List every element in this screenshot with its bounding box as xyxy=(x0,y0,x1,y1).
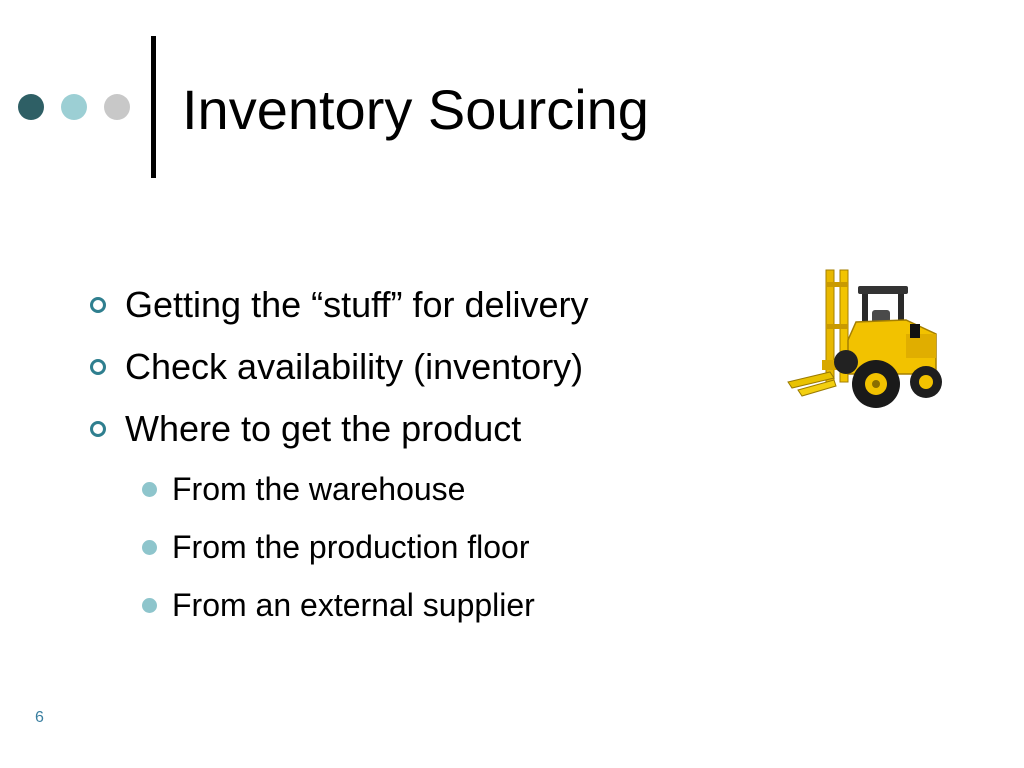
page-number: 6 xyxy=(35,709,44,726)
sub-bullet-text: From the production floor xyxy=(172,528,530,565)
dot-light-icon xyxy=(104,94,130,120)
sub-bullet-text: From the warehouse xyxy=(172,470,466,507)
bullet-text: Check availability (inventory) xyxy=(125,346,584,387)
bullet-text: Where to get the product xyxy=(125,408,522,449)
sub-bullet-item: From the production floor xyxy=(142,518,728,576)
sub-bullet-item: From an external supplier xyxy=(142,576,728,634)
ring-bullet-icon xyxy=(90,359,106,375)
forklift-icon xyxy=(787,269,942,408)
decorative-dots xyxy=(18,94,138,120)
dot-bullet-icon xyxy=(142,597,157,613)
sub-bullet-item: From the warehouse xyxy=(142,460,728,518)
title-divider xyxy=(151,36,156,178)
dot-bullet-icon xyxy=(142,481,157,497)
dot-mid-icon xyxy=(61,94,87,120)
sub-bullet-text: From an external supplier xyxy=(172,586,535,623)
bullet-item: Getting the “stuff” for delivery xyxy=(88,274,728,336)
bullet-text: Getting the “stuff” for delivery xyxy=(125,284,589,325)
ring-bullet-icon xyxy=(90,421,106,437)
dot-bullet-icon xyxy=(142,539,157,555)
bullet-list: Getting the “stuff” for delivery Check a… xyxy=(88,274,728,634)
bullet-item: Where to get the product xyxy=(88,398,728,460)
bullet-item: Check availability (inventory) xyxy=(88,336,728,398)
slide-title: Inventory Sourcing xyxy=(182,78,649,141)
ring-bullet-icon xyxy=(90,297,106,313)
dot-dark-icon xyxy=(18,94,44,120)
